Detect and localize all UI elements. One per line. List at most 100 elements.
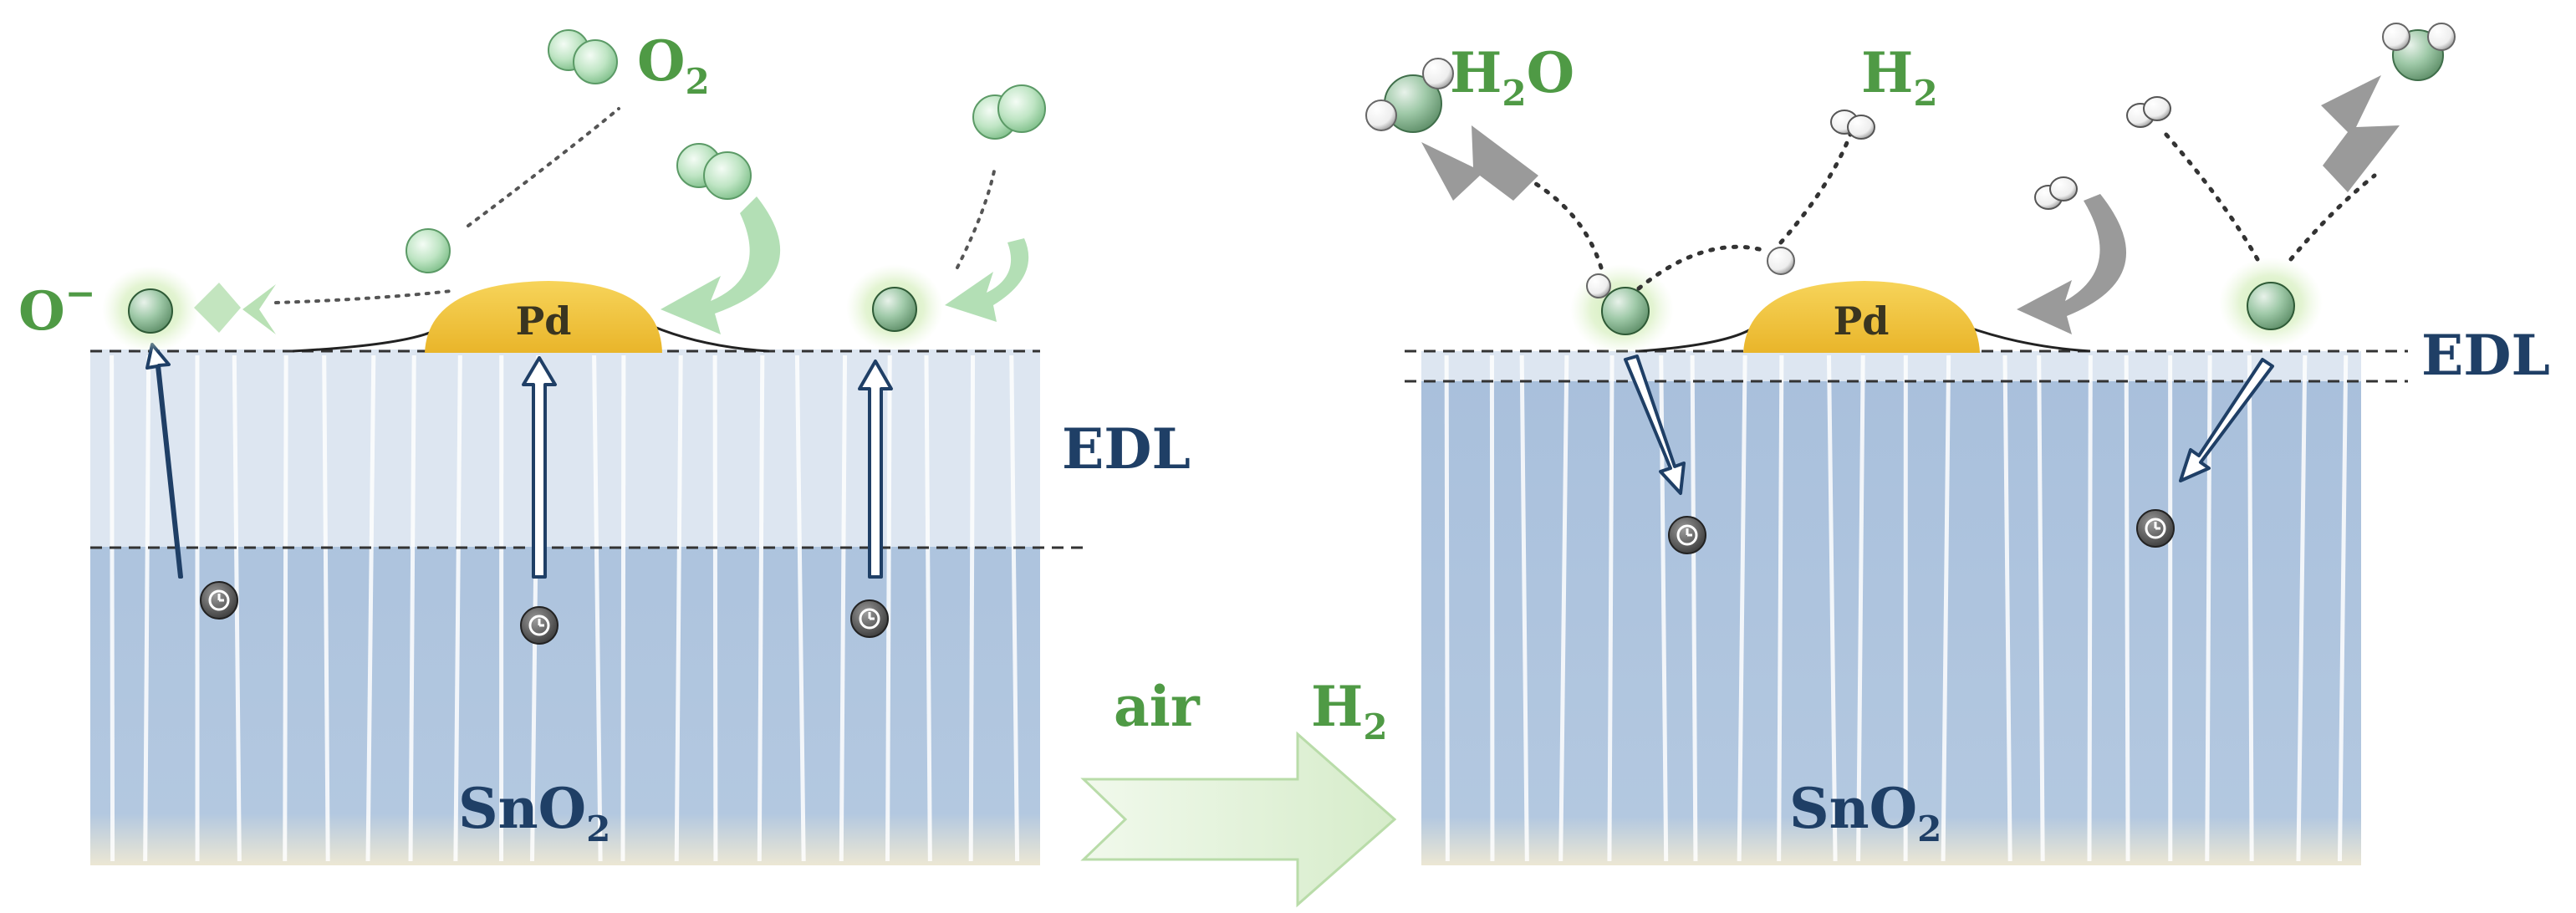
right-dotted-path-right-up — [2163, 131, 2260, 262]
grain-boundary — [2337, 354, 2349, 862]
left-electron-2 — [520, 606, 559, 645]
right-electron-arrows — [1624, 354, 2274, 495]
grain-boundary — [1690, 354, 1698, 862]
right-hydrogen-molecule-2 — [2034, 176, 2078, 210]
grain-boundary — [839, 354, 848, 862]
right-adsorbed-species-1 — [1570, 264, 1674, 354]
grain-boundary — [453, 354, 462, 862]
left-panel: Pd O− — [18, 28, 1191, 865]
grain-boundary — [2247, 354, 2254, 862]
left-material-label: SnO2 — [458, 776, 610, 849]
right-grain-boundaries — [1444, 354, 2349, 862]
left-pd-label: Pd — [516, 298, 572, 344]
left-adsorbed-ion-2 — [846, 264, 943, 351]
transition-air-label: air — [1114, 674, 1201, 739]
grain-boundary — [1009, 354, 1020, 862]
left-curved-arrow-1 — [661, 196, 781, 334]
right-gray-curved-arrow — [2017, 194, 2127, 334]
right-hydrogen-molecule-1 — [1830, 110, 1875, 140]
grain-boundary — [2037, 354, 2045, 862]
right-edl-region — [1421, 351, 2361, 381]
left-adsorbed-ion-1 — [102, 266, 199, 353]
transition: air H2 — [1080, 674, 1397, 908]
left-electron-arrow-1 — [145, 343, 183, 579]
grain-boundary — [1558, 354, 1569, 862]
transition-arrow-icon — [1080, 731, 1397, 908]
right-gray-arrow-release — [2321, 75, 2400, 192]
transition-h2-label: H2 — [1311, 674, 1388, 747]
right-hydrogen-label: H2 — [1861, 40, 1938, 114]
left-grain-boundaries — [110, 354, 1020, 862]
grain-boundary — [885, 354, 892, 862]
right-electron-2 — [2136, 509, 2175, 548]
left-oxygen-gas-label: O2 — [637, 28, 710, 102]
grain-boundary — [794, 354, 806, 862]
grain-boundary — [283, 354, 288, 862]
grain-boundary — [408, 354, 416, 862]
right-electron-1 — [1668, 516, 1706, 554]
grain-boundary — [1777, 354, 1784, 862]
right-electron-arrow-1 — [1624, 354, 1686, 495]
right-dotted-path-h2o — [1502, 165, 1604, 270]
right-pd-particle — [1743, 281, 1980, 353]
left-pd-particle — [425, 281, 662, 353]
right-dotted-path-h2 — [1778, 115, 1859, 245]
right-released-water-molecule — [2382, 23, 2456, 81]
left-electron-1 — [200, 581, 238, 620]
left-small-arrowhead — [194, 283, 241, 333]
grain-boundary — [1444, 354, 1450, 862]
left-dotted-path-2 — [467, 107, 620, 227]
right-gray-arrow-h2o — [1421, 125, 1538, 201]
grain-boundary — [757, 354, 765, 862]
left-oxygen-molecule-3 — [972, 84, 1046, 140]
left-electron-arrow-3 — [858, 360, 893, 579]
right-substrate — [1421, 380, 2361, 865]
right-adsorbed-species-2 — [2219, 258, 2323, 348]
grain-boundary — [110, 354, 115, 862]
left-curved-arrow-2 — [945, 238, 1029, 322]
grain-boundary — [968, 354, 976, 862]
right-hydrogen-molecule-3 — [2126, 96, 2171, 128]
grain-boundary — [1607, 354, 1614, 862]
right-water-label: H2O — [1450, 40, 1574, 114]
grain-boundary — [592, 354, 603, 862]
grain-boundary — [1941, 354, 1951, 862]
left-electrons — [200, 581, 889, 645]
left-oxygen-molecule-2 — [676, 143, 752, 200]
right-water-molecule — [1365, 58, 1454, 133]
right-electron-arrow-2 — [2179, 358, 2274, 482]
grain-boundary — [2296, 354, 2308, 862]
left-ion-label: O− — [18, 273, 96, 343]
grain-boundary — [1856, 354, 1865, 862]
left-dotted-path-1 — [274, 289, 453, 304]
grain-boundary — [1826, 354, 1838, 862]
left-chevron-arrow-icon — [242, 284, 276, 334]
left-electron-3 — [850, 599, 889, 638]
right-pd-label: Pd — [1834, 298, 1890, 344]
right-hydrogen-atom-spillover — [1767, 247, 1795, 275]
left-oxygen-atom — [406, 228, 451, 273]
grain-boundary — [143, 354, 151, 862]
grain-boundary — [232, 354, 242, 862]
grain-boundary — [2124, 354, 2130, 862]
grain-boundary — [2002, 354, 2012, 862]
right-edl-label: EDL — [2421, 323, 2550, 388]
right-electrons — [1668, 509, 2175, 554]
left-dotted-path-3 — [956, 166, 997, 269]
grain-boundary — [2087, 354, 2093, 862]
right-material-label: SnO2 — [1789, 776, 1941, 849]
left-electron-arrow-2 — [522, 356, 557, 579]
grain-boundary — [365, 354, 376, 862]
grain-boundary — [674, 354, 683, 862]
grain-boundary — [924, 354, 932, 862]
grain-boundary — [322, 354, 330, 862]
right-dotted-path-right-out — [2288, 173, 2377, 262]
grain-boundary — [1737, 354, 1747, 862]
left-edl-label: EDL — [1062, 416, 1191, 482]
left-oxygen-molecule-1 — [548, 29, 618, 84]
grain-boundary — [2205, 354, 2212, 862]
grain-boundary — [712, 354, 718, 862]
grain-boundary — [1519, 354, 1529, 862]
right-panel: Pd — [1365, 23, 2550, 865]
